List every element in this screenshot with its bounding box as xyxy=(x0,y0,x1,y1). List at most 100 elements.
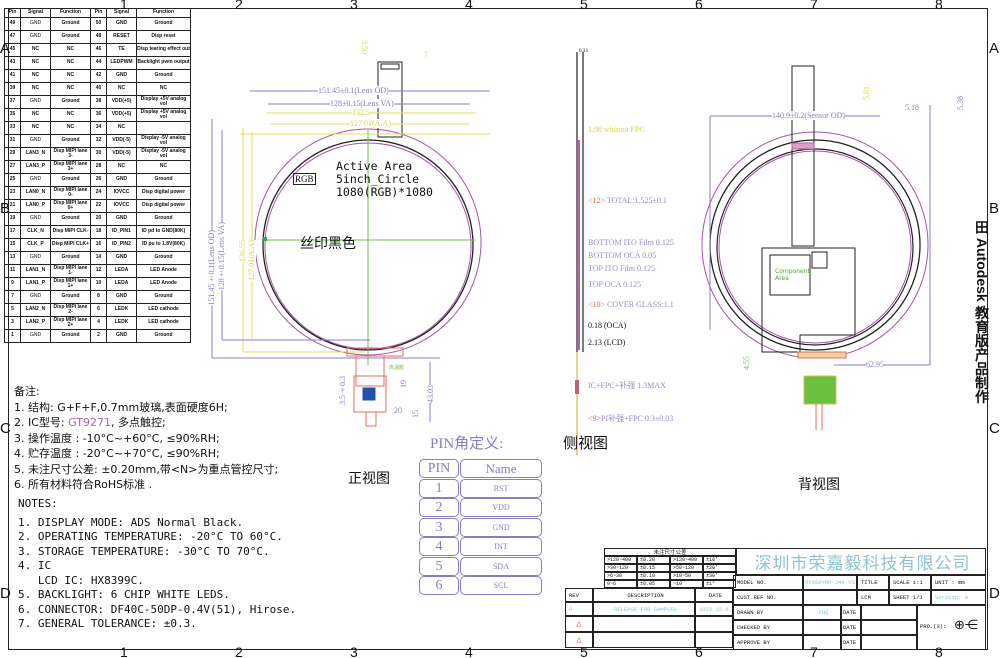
projection-label: PRO.(3): xyxy=(920,623,947,630)
rgb-label: RGB xyxy=(293,173,316,185)
side-view-label: IC+FPC+补强 1.3MAX xyxy=(588,380,666,391)
column-number-bottom: 4 xyxy=(465,644,473,658)
pin-def-title: PIN角定义: xyxy=(430,436,504,452)
side-label-tag: <10> xyxy=(588,300,606,309)
stiffener-label: 高温胶 xyxy=(389,366,405,371)
column-number-top: 1 xyxy=(120,0,128,12)
note-en: 6. CONNECTOR: DF40C-50DP-0.4V(51), Hiros… xyxy=(18,602,297,616)
pin-def-number: 1 xyxy=(419,478,459,498)
revision-triangle-icon: △ xyxy=(565,616,593,632)
row-letter-right: D xyxy=(989,585,1000,602)
notes-en: NOTES: 1. DISPLAY MODE: ADS Normal Black… xyxy=(18,497,296,632)
dim-518: 5.18 xyxy=(905,103,919,112)
dim-v-lens-od: 151.45±0.1(Lens OD) xyxy=(207,230,216,306)
column-number-bottom: 3 xyxy=(350,644,358,658)
column-number-top: 4 xyxy=(465,0,473,12)
dim-v-lens-va: 128±0.15(Lens VA) xyxy=(217,222,226,291)
note-en: LCD IC: HX8399C. xyxy=(18,573,144,587)
column-number-top: 7 xyxy=(810,0,818,12)
dim-sensor-od: 140.9±0.2(Sensor OD) xyxy=(772,111,846,120)
side-label-text: BOTTOM ITO Film 0.125 xyxy=(588,238,674,247)
date-value: 2022.12.6 xyxy=(695,602,733,616)
description-value: RELEASE FOR SAMPLES xyxy=(593,602,695,616)
dim-350: 3.50 xyxy=(360,40,369,54)
pin-def-name: GND xyxy=(460,517,542,537)
tolerance-cell: ±30' xyxy=(703,572,736,580)
date-label: DATE xyxy=(841,605,861,620)
side-label-text: PI补强+FPC 0.3±0.03 xyxy=(601,414,674,423)
model-no-value: RY050YMP-J40-V1 xyxy=(803,575,857,590)
pin-def-name: RST xyxy=(460,478,542,498)
column-number-top: 5 xyxy=(580,0,588,12)
pin-def-name: INT xyxy=(460,537,542,556)
side-label-text: 1.98 whitout FPC xyxy=(588,125,645,134)
revision-triangle-icon: △ xyxy=(565,632,593,648)
cust-ref-value xyxy=(803,590,857,605)
row-letter-right: A xyxy=(989,40,1000,57)
note-cn-6: 6. 所有材料符合RoHS标准 . xyxy=(14,478,153,491)
dim-lens-va: 128±0.15(Lens VA) xyxy=(330,99,394,108)
tolerance-cell: ±0.15 xyxy=(637,564,670,572)
approve-by-label: APPROVE BY xyxy=(733,635,803,650)
date-header: DATE xyxy=(695,588,733,602)
note-cn-1: 1. 结构: G+F+F,0.7mm玻璃,表面硬度6H; xyxy=(14,400,228,414)
side-view-label: <9>PI补强+FPC 0.3±0.03 xyxy=(588,413,673,424)
back-view-geometry xyxy=(701,65,931,430)
drawn-by-label: DRAWN BY xyxy=(733,605,803,620)
note-en: 3. STORAGE TEMPERATURE: -30°C TO 70°C. xyxy=(18,544,270,558)
tolerance-cell: >120~400 xyxy=(604,556,637,564)
date-value xyxy=(861,635,917,650)
dim-v-127: 127.01(A.A) xyxy=(247,240,256,281)
row-letter-left: D xyxy=(0,585,11,602)
silkscreen-label: 丝印黑色 xyxy=(300,236,356,252)
dim-35: 3.5±0.3 xyxy=(338,376,347,405)
projection-cell xyxy=(917,605,986,650)
pin-def-number: 2 xyxy=(419,498,459,517)
column-number-bottom: 2 xyxy=(235,644,243,658)
side-label-text: 0.18 (OCA) xyxy=(588,321,627,330)
title-value: LCM xyxy=(857,590,889,605)
pin-def-name: SDA xyxy=(460,556,542,576)
note-cn-2: 2. IC型号: GT9271, 多点触控; xyxy=(14,416,166,429)
scale-label: SCALE 1:1 xyxy=(889,575,931,590)
pin-def-number: 6 xyxy=(419,576,459,595)
description-header: DESCRIPTION xyxy=(593,588,695,602)
approve-by-value xyxy=(803,635,841,650)
tolerance-cell: 0~6 xyxy=(604,580,637,588)
model-no-label: MODEL NO. xyxy=(733,575,803,590)
side-label-text: TOTAL:1.525±0.1 xyxy=(605,196,667,205)
tolerance-cell: ±20' xyxy=(703,564,736,572)
side-view-label: TOP OCA 0.125 xyxy=(588,280,641,289)
side-view-label: <12> TOTAL:1.525±0.1 xyxy=(588,196,667,205)
dim-581: 5.81 xyxy=(862,86,871,100)
tolerance-cell: >50~120 xyxy=(670,564,703,572)
pin-table-cell: Ground xyxy=(136,329,191,343)
pin-def-header-pin: PIN xyxy=(419,459,459,478)
dim-lens-od: 151.45±0.1(Lens OD) xyxy=(318,86,389,95)
title-label: TITLE xyxy=(857,575,889,590)
pin-def-header-name: Name xyxy=(460,459,542,478)
row-letter-left: C xyxy=(0,420,11,437)
pin-def-name: SCL xyxy=(460,576,542,595)
pin-def-number: 4 xyxy=(419,537,459,556)
side-view-label: TOP ITO Film 0.125 xyxy=(588,264,655,273)
column-number-top: 2 xyxy=(235,0,243,12)
notes-cn: 备注: 1. 结构: G+F+F,0.7mm玻璃,表面硬度6H; 2. IC型号… xyxy=(14,384,278,493)
side-label-tag: <9> xyxy=(588,414,602,423)
notes-cn-title: 备注: xyxy=(14,385,40,398)
dim-528: 5.38 xyxy=(956,96,965,110)
dim-20: 20 xyxy=(394,406,402,415)
